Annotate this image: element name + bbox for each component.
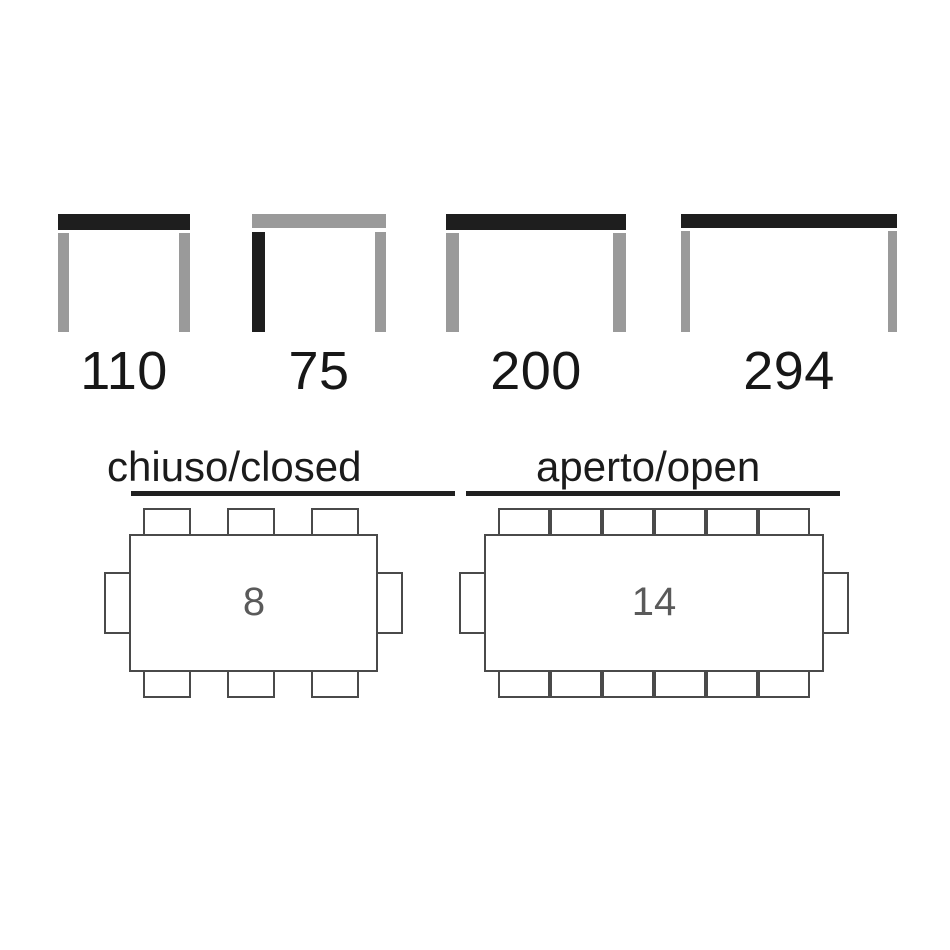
seat	[758, 508, 810, 536]
seat	[498, 508, 550, 536]
elevation-icon-200	[446, 214, 626, 332]
seat	[758, 670, 810, 698]
dimension-label-294: 294	[743, 341, 835, 401]
leg-left	[681, 231, 690, 332]
seat	[706, 508, 758, 536]
seat	[654, 508, 706, 536]
seat	[654, 670, 706, 698]
seat	[377, 572, 403, 634]
seat	[550, 670, 602, 698]
seat	[602, 508, 654, 536]
leg-right	[888, 231, 897, 332]
leg-right	[375, 232, 386, 332]
seat	[143, 670, 191, 698]
rule-closed	[131, 491, 455, 496]
seat	[104, 572, 130, 634]
tabletop-bar	[58, 214, 190, 230]
tabletop-bar	[681, 214, 897, 228]
seat	[143, 508, 191, 536]
seat	[706, 670, 758, 698]
elevation-icon-75	[252, 214, 386, 332]
leg-left	[446, 233, 459, 332]
plan-view-closed: 8	[99, 500, 409, 700]
seat	[459, 572, 485, 634]
seat	[227, 508, 275, 536]
seat	[498, 670, 550, 698]
seat	[602, 670, 654, 698]
dimension-label-75: 75	[288, 341, 350, 401]
rule-open	[466, 491, 840, 496]
caption-open: aperto/open	[536, 443, 761, 490]
seat	[550, 508, 602, 536]
tabletop-plan	[129, 534, 378, 672]
seat	[823, 572, 849, 634]
seat-count-label: 8	[242, 580, 266, 624]
leg-left	[252, 232, 265, 332]
tabletop-bar	[446, 214, 626, 230]
seat	[311, 508, 359, 536]
seat	[227, 670, 275, 698]
caption-closed: chiuso/closed	[107, 443, 362, 490]
leg-right	[179, 233, 190, 332]
leg-left	[58, 233, 69, 332]
seat-count-label: 14	[631, 580, 677, 624]
elevation-icon-110	[58, 214, 190, 332]
dimension-label-200: 200	[490, 341, 582, 401]
elevation-icon-294	[681, 214, 897, 332]
dimension-label-110: 110	[80, 341, 168, 401]
tabletop-bar	[252, 214, 386, 228]
leg-right	[613, 233, 626, 332]
tabletop-plan	[484, 534, 824, 672]
plan-view-open: 14	[459, 500, 859, 700]
seat	[311, 670, 359, 698]
